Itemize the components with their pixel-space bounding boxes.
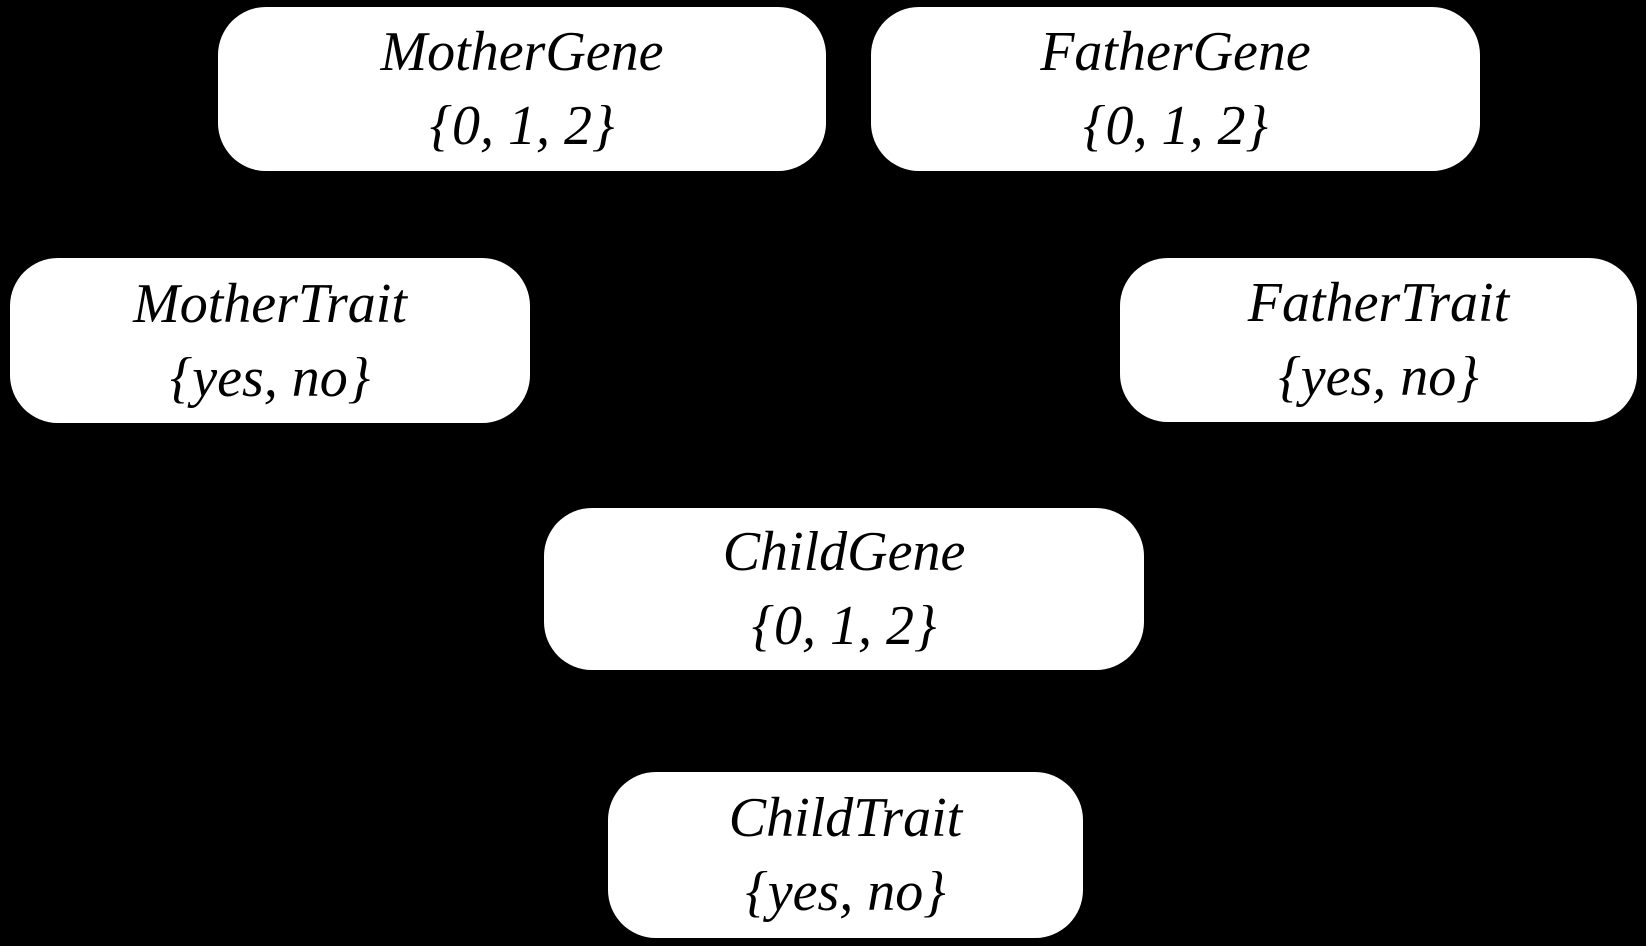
node-father-trait-label: FatherTrait — [1247, 272, 1510, 334]
node-father-trait: FatherTrait {yes, no} — [1120, 258, 1637, 422]
node-father-gene: FatherGene {0, 1, 2} — [871, 7, 1480, 171]
node-child-gene-label: ChildGene — [722, 521, 966, 583]
node-father-trait-domain: {yes, no} — [1278, 346, 1479, 408]
node-father-gene-label: FatherGene — [1040, 21, 1311, 83]
node-child-trait: ChildTrait {yes, no} — [608, 772, 1083, 938]
node-child-trait-domain: {yes, no} — [745, 861, 946, 923]
node-child-gene: ChildGene {0, 1, 2} — [544, 508, 1144, 670]
node-mother-trait: MotherTrait {yes, no} — [10, 258, 530, 423]
node-mother-trait-label: MotherTrait — [133, 272, 407, 335]
node-mother-gene-label: MotherGene — [380, 21, 664, 83]
node-mother-gene: MotherGene {0, 1, 2} — [218, 7, 826, 171]
node-mother-trait-domain: {yes, no} — [169, 346, 371, 409]
node-child-gene-domain: {0, 1, 2} — [751, 595, 937, 657]
node-child-trait-label: ChildTrait — [728, 787, 963, 849]
node-mother-gene-domain: {0, 1, 2} — [429, 95, 615, 157]
node-father-gene-domain: {0, 1, 2} — [1083, 95, 1268, 157]
